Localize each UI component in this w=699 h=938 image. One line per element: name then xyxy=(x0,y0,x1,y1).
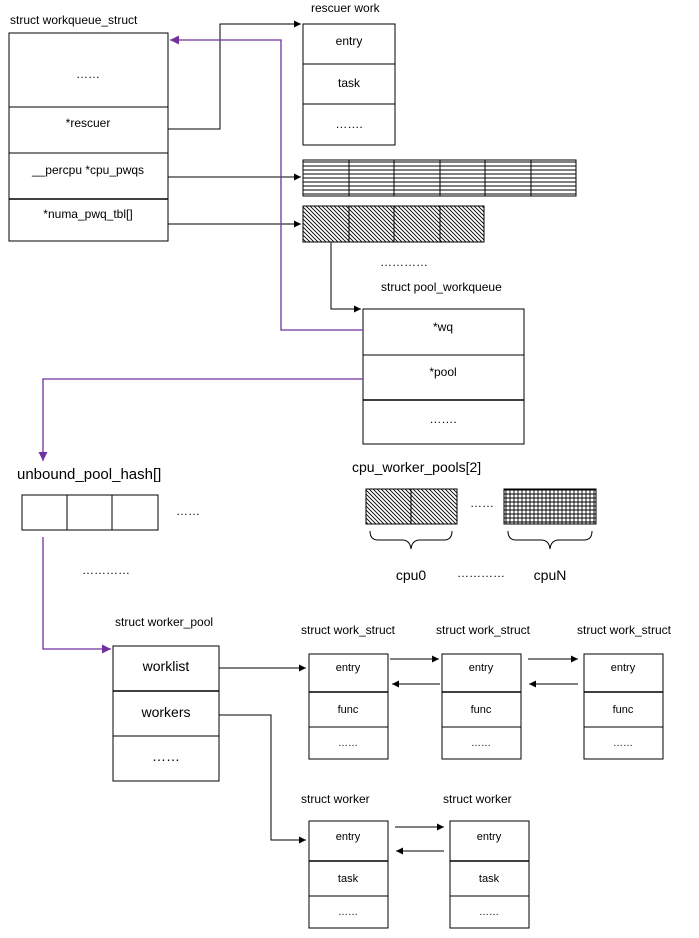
worker-2-entry: entry xyxy=(477,831,502,843)
worker-1-entry: entry xyxy=(336,831,361,843)
rescuer-field-entry: entry xyxy=(336,34,363,48)
workqueue-field-numa-pwq-tbl: *numa_pwq_tbl[] xyxy=(43,207,132,221)
work-struct-1-title: struct work_struct xyxy=(301,623,396,637)
workqueue-struct: struct workqueue_struct …… *rescuer __pe… xyxy=(8,13,169,242)
numa-dots: ………… xyxy=(380,255,428,269)
cpu-worker-pools-between-dots: …… xyxy=(470,496,494,510)
rescuer-field-task: task xyxy=(338,76,361,90)
work-struct-2: struct work_struct entry func …… xyxy=(436,623,531,760)
hash-to-worker-pool-arrow xyxy=(42,537,111,654)
cpu-dots: ………… xyxy=(457,566,505,580)
workers-arrow xyxy=(219,714,306,844)
unbound-pool-hash-below-dots: ………… xyxy=(82,563,130,577)
work-struct-3-func: func xyxy=(613,704,634,716)
unbound-pool-hash-title: unbound_pool_hash[] xyxy=(17,466,161,483)
work-struct-1-entry: entry xyxy=(336,662,361,674)
worker-pool-title: struct worker_pool xyxy=(115,615,213,629)
wq-back-pointer-arrow xyxy=(170,35,363,331)
work-struct-2-ellipsis: …… xyxy=(471,738,491,749)
worker-pool-field-worklist: worklist xyxy=(142,658,190,674)
cpu0-label: cpu0 xyxy=(396,567,427,583)
workqueue-field-ellipsis: …… xyxy=(76,67,100,81)
worker-2-title: struct worker xyxy=(443,792,512,806)
worker-pool: struct worker_pool worklist workers …… xyxy=(112,615,220,782)
unbound-pool-hash: unbound_pool_hash[] …… ………… xyxy=(17,466,200,577)
pwq-field-ellipsis: ……. xyxy=(429,412,456,426)
unbound-pool-hash-after-dots: …… xyxy=(176,504,200,518)
pool-to-hash-arrow xyxy=(38,378,363,461)
worker-2: struct worker entry task …… xyxy=(443,792,530,929)
workqueue-struct-title: struct workqueue_struct xyxy=(10,13,138,27)
pool-workqueue: struct pool_workqueue *wq *pool ……. xyxy=(362,280,525,445)
worker-1: struct worker entry task …… xyxy=(301,792,389,929)
work-struct-3-ellipsis: …… xyxy=(613,738,633,749)
work-struct-1-func: func xyxy=(338,704,359,716)
work-struct-3-title: struct work_struct xyxy=(577,623,672,637)
numa-to-pwq-arrow xyxy=(330,242,361,313)
worker-2-ellipsis: …… xyxy=(479,907,499,918)
work-struct-1: struct work_struct entry func …… xyxy=(301,623,396,760)
cpu-worker-pools: cpu_worker_pools[2] …… cpu0 ………… cpuN xyxy=(352,459,597,583)
rescuer-field-ellipsis: ……. xyxy=(335,117,362,131)
cpu-pwqs-array xyxy=(302,159,577,197)
worker-pool-field-workers: workers xyxy=(140,704,190,720)
rescuer-work-title: rescuer work xyxy=(311,1,381,15)
cpuN-brace xyxy=(507,530,593,550)
cpu-worker-pools-title: cpu_worker_pools[2] xyxy=(352,459,481,475)
worker-1-ellipsis: …… xyxy=(338,907,358,918)
rescuer-work: rescuer work entry task ……. xyxy=(302,1,396,146)
work-struct-2-func: func xyxy=(471,704,492,716)
work-struct-1-ellipsis: …… xyxy=(338,738,358,749)
workqueue-field-rescuer: *rescuer xyxy=(66,116,111,130)
work-struct-2-title: struct work_struct xyxy=(436,623,531,637)
cpuN-label: cpuN xyxy=(534,567,567,583)
cpu0-brace xyxy=(369,530,453,550)
workqueue-field-cpu-pwqs: __percpu *cpu_pwqs xyxy=(31,163,144,177)
worker-1-task: task xyxy=(338,873,359,885)
rescuer-pointer-arrow xyxy=(168,20,301,130)
worker-1-title: struct worker xyxy=(301,792,370,806)
worker-pool-field-ellipsis: …… xyxy=(152,748,180,764)
pwq-field-pool: *pool xyxy=(429,365,456,379)
worker-2-task: task xyxy=(479,873,500,885)
work-struct-3-entry: entry xyxy=(611,662,636,674)
work-struct-2-entry: entry xyxy=(469,662,494,674)
pwq-field-wq: *wq xyxy=(433,320,453,334)
work-struct-3: struct work_struct entry func …… xyxy=(577,623,672,760)
numa-pwq-tbl-array xyxy=(302,205,485,243)
pool-workqueue-title: struct pool_workqueue xyxy=(381,280,502,294)
